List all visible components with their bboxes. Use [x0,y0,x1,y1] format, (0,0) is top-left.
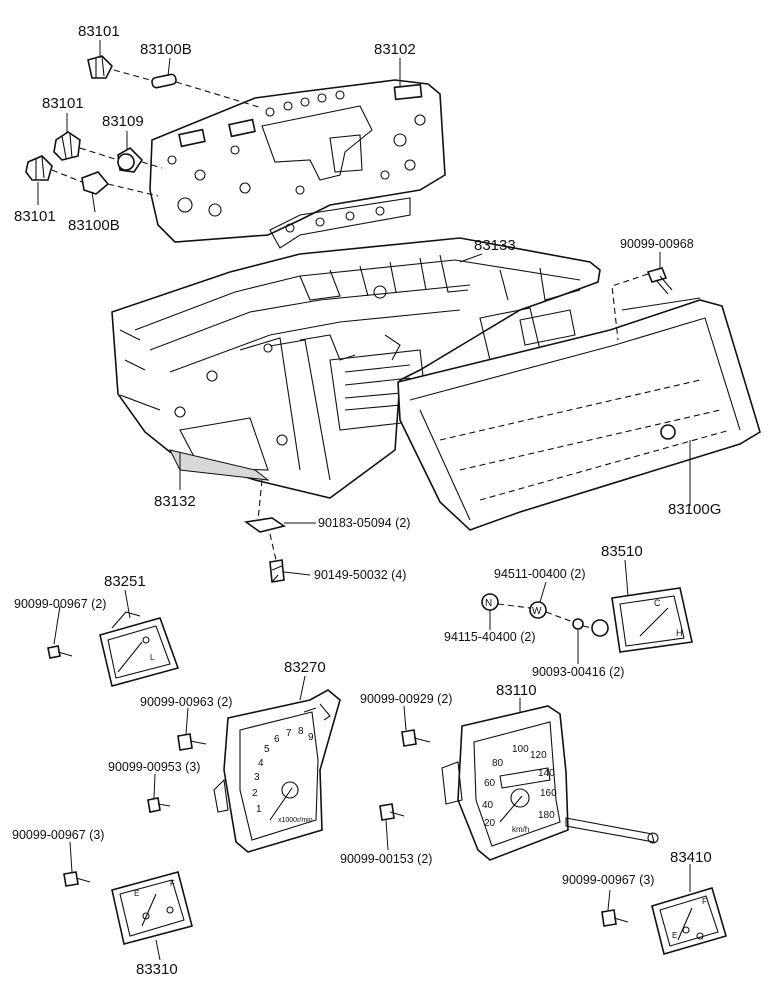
label-83110: 83110 [496,682,537,699]
speed-unit: km/h [512,825,529,834]
label-90099-00967-a: 90099-00967 (2) [14,597,106,611]
screw-90099-00153 [379,803,405,821]
fuel-f-mark-410: F [702,897,707,906]
label-83270: 83270 [284,659,326,676]
label-83101-top: 83101 [78,23,120,40]
fuel-e-mark-410: E [672,931,677,940]
gauge-83410: E F [651,887,727,955]
printed-circuit-plate-83102 [149,79,446,249]
tach-3: 3 [254,772,260,783]
label-90099-00967-c: 90099-00967 (3) [562,873,654,887]
part-labels: 83101 83100B 83102 83101 83109 83101 831… [12,23,721,978]
label-90093-00416: 90093-00416 (2) [532,665,624,679]
tach-8: 8 [298,726,304,737]
screw-90099-00963 [177,733,207,751]
speed-140: 140 [538,768,555,779]
label-83100B-bot: 83100B [68,217,120,234]
label-90149-50032: 90149-50032 (4) [314,568,406,582]
screw-90149-50032 [269,559,285,583]
meter-case-83132-83133 [111,237,601,499]
tach-6: 6 [274,734,280,745]
label-83109: 83109 [102,113,144,130]
label-90099-00153: 90099-00153 (2) [340,852,432,866]
screw-90099-00967-a [47,645,73,659]
tach-7: 7 [286,728,292,739]
gauge-83251: L [99,611,180,687]
washer-94115-40400: N [481,593,499,611]
tach-9: 9 [308,732,314,743]
washer-w-mark: W [532,606,542,617]
speed-80: 80 [492,758,504,769]
speed-180: 180 [538,810,555,821]
speed-60: 60 [484,778,496,789]
meter-glass-83100G [397,297,761,531]
label-83251: 83251 [104,573,146,590]
label-90099-00929: 90099-00929 (2) [360,692,452,706]
clip-90183-05094 [243,517,286,533]
label-94115-40400: 94115-40400 (2) [444,630,536,644]
svg-text:L: L [150,653,155,662]
temp-gauge-h-mark: H [676,628,683,638]
label-94511-00400: 94511-00400 (2) [494,567,586,581]
label-90099-00963: 90099-00963 (2) [140,695,232,709]
washer-94511-00400: W [529,601,547,619]
label-83101-mid: 83101 [42,95,84,112]
leader-lines [37,40,691,961]
gauge-83310: E F [111,871,193,945]
temp-gauge-c-mark: C [654,598,661,608]
speed-120: 120 [530,750,547,761]
screw-90099-00968 [646,267,673,295]
label-90099-00967-b: 90099-00967 (3) [12,828,104,842]
washer-90093-00416 [572,618,584,630]
tach-2: 2 [252,788,258,799]
screw-90099-00929 [401,729,431,747]
label-90099-00953: 90099-00953 (3) [108,760,200,774]
fuel-e-mark-310: E [134,889,139,898]
bulb-socket-83101-top [87,55,113,79]
tach-4: 4 [258,758,264,769]
bulb-83109 [117,146,144,173]
washer-n-mark: N [485,598,492,609]
label-83132: 83132 [154,493,196,510]
label-83100G: 83100G [668,501,721,518]
label-83101-bot: 83101 [14,208,56,225]
speed-160: 160 [540,788,557,799]
bulb-socket-83101-mid [53,131,81,161]
bulb-83100B-top [151,73,177,89]
screw-90099-00953 [147,797,171,813]
fuel-f-mark-310: F [170,879,175,888]
tach-5: 5 [264,744,270,755]
label-83100B-top: 83100B [140,41,192,58]
speed-20: 20 [484,818,496,829]
tach-1: 1 [256,804,262,815]
label-83410: 83410 [670,849,712,866]
label-83133: 83133 [474,237,516,254]
gauge-83510: C H [591,587,693,653]
label-83310: 83310 [136,961,178,978]
speedometer-83110: 20 40 60 80 100 120 140 160 180 km/h [441,705,659,861]
bulb-socket-83101-bot [25,155,53,181]
bulb-83100B-bot [81,171,110,195]
label-90099-00968: 90099-00968 [620,237,694,251]
tach-unit: x1000r/min [278,817,313,824]
label-83102: 83102 [374,41,416,58]
label-83510: 83510 [601,543,643,560]
speed-100: 100 [512,744,529,755]
speed-40: 40 [482,800,494,811]
label-90183-05094: 90183-05094 (2) [318,516,410,530]
plate-holes [167,90,426,233]
screw-90099-00967-c [601,909,629,927]
screw-90099-00967-b [63,871,91,887]
tachometer-83270: 1 2 3 4 5 6 7 8 9 x1000r/min [213,689,341,853]
